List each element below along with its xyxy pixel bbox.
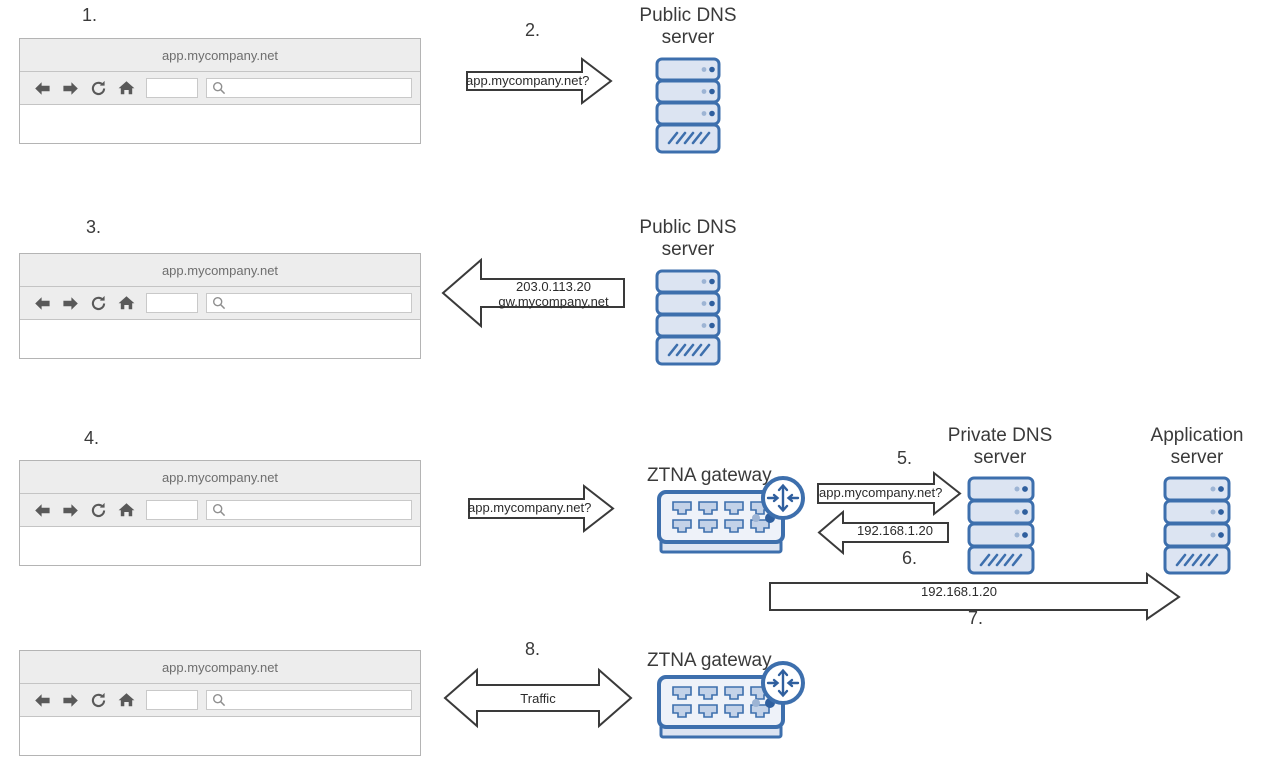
browser-toolbar (20, 494, 420, 527)
browser-window-2[interactable]: app.mycompany.net (19, 253, 421, 359)
home-icon[interactable] (112, 76, 140, 100)
forward-arrow-icon[interactable] (56, 291, 84, 315)
step-number-4: 4. (84, 428, 100, 448)
search-input[interactable] (206, 293, 412, 313)
forward-arrow-icon[interactable] (56, 76, 84, 100)
address-input[interactable] (146, 500, 198, 520)
label-ztna-gateway-1: ZTNA gateway (647, 465, 772, 486)
browser-window-4[interactable]: app.mycompany.net (19, 650, 421, 756)
icon-public-dns-server-2 (655, 269, 721, 366)
label-public-dns-server-1: Public DNS server (639, 5, 737, 49)
browser-title-text: app.mycompany.net (161, 47, 279, 63)
search-input[interactable] (206, 78, 412, 98)
arrow-response-private-dns (817, 509, 949, 556)
browser-title-text: app.mycompany.net (161, 469, 279, 485)
reload-icon[interactable] (84, 688, 112, 712)
browser-viewport (20, 527, 420, 565)
reload-icon[interactable] (84, 291, 112, 315)
browser-window-1[interactable]: app.mycompany.net (19, 38, 421, 144)
back-arrow-icon[interactable] (28, 498, 56, 522)
forward-arrow-icon[interactable] (56, 498, 84, 522)
address-input[interactable] (146, 293, 198, 313)
back-arrow-icon[interactable] (28, 76, 56, 100)
browser-toolbar (20, 684, 420, 717)
arrow-response-public-dns (441, 257, 626, 329)
label-ztna-gateway-2: ZTNA gateway (647, 650, 772, 671)
step-number-2: 2. (525, 20, 541, 40)
home-icon[interactable] (112, 688, 140, 712)
step-number-6: 6. (902, 548, 918, 568)
browser-viewport (20, 320, 420, 358)
arrow-query-gateway (468, 483, 615, 534)
browser-toolbar (20, 72, 420, 105)
step-number-1: 1. (82, 5, 98, 25)
reload-icon[interactable] (84, 498, 112, 522)
arrow-to-application-server (769, 572, 1181, 621)
browser-window-3[interactable]: app.mycompany.net (19, 460, 421, 566)
arrow-query-private-dns (817, 470, 962, 517)
address-input[interactable] (146, 690, 198, 710)
forward-arrow-icon[interactable] (56, 688, 84, 712)
browser-viewport (20, 105, 420, 143)
browser-title-bar: app.mycompany.net (20, 461, 420, 494)
browser-toolbar (20, 287, 420, 320)
step-number-3: 3. (86, 217, 102, 237)
back-arrow-icon[interactable] (28, 688, 56, 712)
search-input[interactable] (206, 500, 412, 520)
icon-ztna-gateway-2 (655, 661, 815, 747)
browser-title-text: app.mycompany.net (161, 262, 279, 278)
label-public-dns-server-2: Public DNS server (639, 217, 737, 261)
browser-title-bar: app.mycompany.net (20, 651, 420, 684)
icon-private-dns-server (967, 476, 1035, 575)
label-private-dns-server: Private DNS server (947, 425, 1053, 469)
icon-application-server (1163, 476, 1231, 575)
address-input[interactable] (146, 78, 198, 98)
search-input[interactable] (206, 690, 412, 710)
browser-title-bar: app.mycompany.net (20, 254, 420, 287)
arrow-query-public-dns (466, 56, 613, 106)
back-arrow-icon[interactable] (28, 291, 56, 315)
home-icon[interactable] (112, 498, 140, 522)
step-number-7: 7. (968, 608, 984, 628)
step-number-8: 8. (525, 639, 541, 659)
arrow-traffic-bidirectional (443, 667, 633, 729)
home-icon[interactable] (112, 291, 140, 315)
browser-title-bar: app.mycompany.net (20, 39, 420, 72)
label-application-server: Application server (1150, 425, 1244, 469)
reload-icon[interactable] (84, 76, 112, 100)
step-number-5: 5. (897, 448, 913, 468)
icon-public-dns-server-1 (655, 57, 721, 154)
browser-viewport (20, 717, 420, 755)
browser-title-text: app.mycompany.net (161, 659, 279, 675)
icon-ztna-gateway-1 (655, 476, 815, 562)
